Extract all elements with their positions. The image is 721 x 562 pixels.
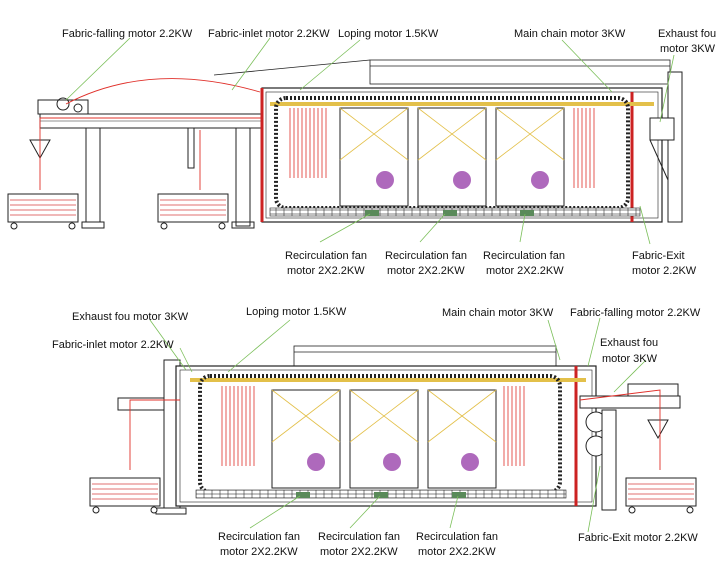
bottom-leaders xyxy=(149,317,647,533)
top-exhaust-motor-label-2: motor 3KW xyxy=(660,43,716,55)
bottom-fan-2-icon xyxy=(383,453,401,471)
top-recirc-fan-1-label-2: motor 2X2.2KW xyxy=(287,265,365,277)
top-fabric-falling-motor-label: Fabric-falling motor 2.2KW xyxy=(62,28,193,40)
bottom-exit-section xyxy=(579,383,681,511)
top-exhaust-motor-label-1: Exhaust fou xyxy=(658,28,717,40)
top-leaders xyxy=(65,37,675,245)
top-exit-frame xyxy=(649,71,683,223)
bottom-loping-motor-label: Loping motor 1.5KW xyxy=(246,306,347,318)
top-recirc-fan-2-label-1: Recirculation fan xyxy=(385,250,467,262)
bottom-exhaust-left-motor-label: Exhaust fou motor 3KW xyxy=(72,311,189,323)
bottom-fabric-exit-motor-label: Fabric-Exit motor 2.2KW xyxy=(578,532,698,544)
bottom-exhaust-right-motor-label-1: Exhaust fou xyxy=(600,337,659,349)
bottom-recirc-fan-2-label-1: Recirculation fan xyxy=(318,531,400,543)
bottom-recirc-fan-2-label-2: motor 2X2.2KW xyxy=(320,546,398,558)
top-fabric-inlet-motor-label: Fabric-inlet motor 2.2KW xyxy=(208,28,330,40)
bottom-fabric-cart-right xyxy=(625,477,697,514)
top-fabric-cart-right xyxy=(157,193,229,230)
bottom-recirc-fan-1-label-2: motor 2X2.2KW xyxy=(220,546,298,558)
top-loping-motor-label: Loping motor 1.5KW xyxy=(338,28,439,40)
top-machine xyxy=(7,37,683,245)
top-fabric-exit-motor-label-2: motor 2.2KW xyxy=(632,265,697,277)
top-fabric-exit-motor-label-1: Fabric-Exit xyxy=(632,250,685,262)
top-recirc-fan-3-label-1: Recirculation fan xyxy=(483,250,565,262)
top-fabric-cart-left xyxy=(7,193,79,230)
bottom-fabric-inlet-motor-label: Fabric-inlet motor 2.2KW xyxy=(52,339,174,351)
top-feed-table xyxy=(29,97,269,229)
bottom-fabric-cart-left xyxy=(89,477,161,514)
bottom-oven-housing xyxy=(175,345,597,507)
top-recirc-fan-3-label-2: motor 2X2.2KW xyxy=(486,265,564,277)
top-fan-2-icon xyxy=(453,171,471,189)
bottom-recirc-fan-3-label-2: motor 2X2.2KW xyxy=(418,546,496,558)
top-main-chain-motor-label: Main chain motor 3KW xyxy=(514,28,626,40)
bottom-fan-3-icon xyxy=(461,453,479,471)
bottom-fabric-path xyxy=(129,389,661,470)
bottom-recirc-fan-3-label-1: Recirculation fan xyxy=(416,531,498,543)
top-oven-housing xyxy=(213,59,671,223)
top-fan-1-icon xyxy=(376,171,394,189)
bottom-fan-1-icon xyxy=(307,453,325,471)
top-recirc-fan-2-label-2: motor 2X2.2KW xyxy=(387,265,465,277)
bottom-main-chain-motor-label: Main chain motor 3KW xyxy=(442,307,554,319)
bottom-machine xyxy=(89,317,697,533)
bottom-recirc-fan-1-label-1: Recirculation fan xyxy=(218,531,300,543)
bottom-exhaust-right-motor-label-2: motor 3KW xyxy=(602,353,658,365)
top-recirc-fan-1-label-1: Recirculation fan xyxy=(285,250,367,262)
top-fan-3-icon xyxy=(531,171,549,189)
bottom-fabric-falling-motor-label: Fabric-falling motor 2.2KW xyxy=(570,307,701,319)
